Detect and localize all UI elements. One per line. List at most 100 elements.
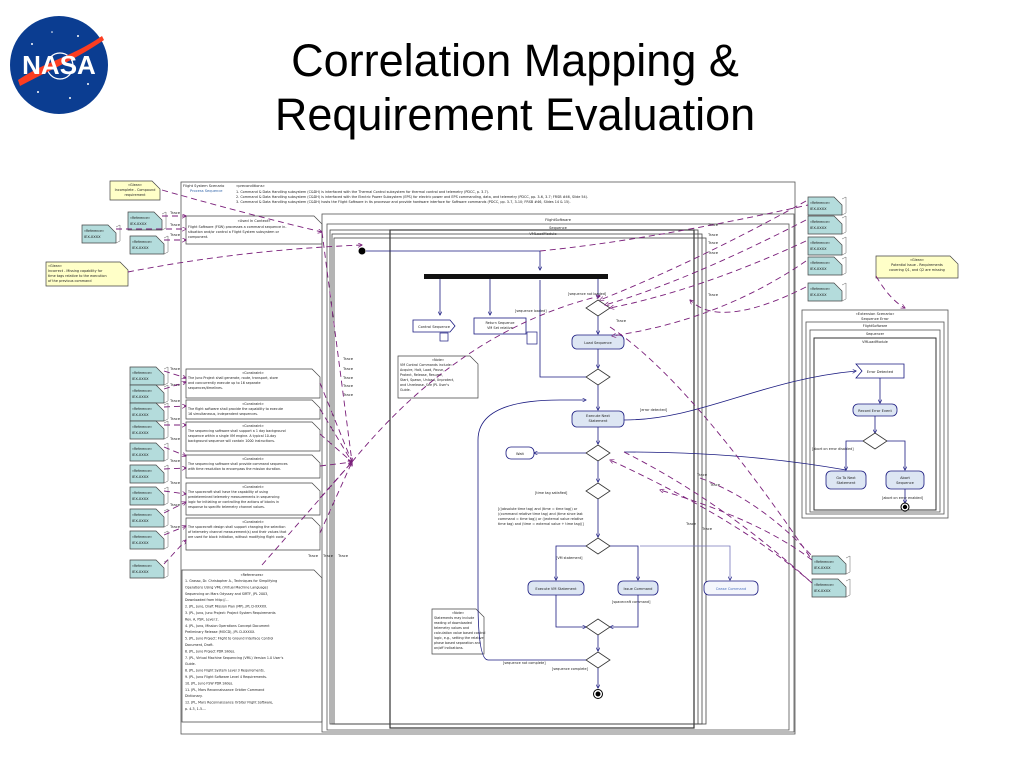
return-sequence-label: VM Set relative xyxy=(487,326,513,330)
initial-node xyxy=(358,247,366,255)
glean-note-top-text: «Glean» xyxy=(128,183,142,187)
reference-shadow xyxy=(163,442,169,462)
fork-bar xyxy=(424,274,608,279)
reference-note xyxy=(129,559,165,579)
reference-shadow xyxy=(163,464,169,484)
reference-list-line: 11. JPL, Mars Reconnaissance Orbiter Com… xyxy=(185,688,264,692)
reference-shadow xyxy=(115,224,121,244)
precondition-item: 2. Command & Data Handling subsystem (C&… xyxy=(236,195,588,199)
guard-time-tag-condition: ((command relative time tag) and (time s… xyxy=(498,512,583,516)
error-frame xyxy=(801,309,949,519)
reference-note xyxy=(807,215,843,235)
trace-label: Trace xyxy=(337,553,349,558)
reference-label: «Reference» xyxy=(814,560,834,564)
reference-list-line: Sequencing on Mars Odyssey and SIRTF, JP… xyxy=(185,592,268,596)
reference-note xyxy=(807,282,843,302)
error-frame-vm-label: VMLoadModule xyxy=(862,340,888,344)
reference-note xyxy=(129,530,165,550)
guard-seq-complete: [sequence complete] xyxy=(552,667,589,671)
fork-note-text: Guide. xyxy=(400,388,411,392)
fork-note-label: «Note» xyxy=(432,358,444,362)
reference-label: «Reference» xyxy=(810,261,830,265)
trace-label: Trace xyxy=(169,222,181,227)
reference-list-line: 4. JPL, Juno, Mission Operations Concept… xyxy=(185,624,270,628)
reference-label: «Reference» xyxy=(810,201,830,205)
reference-note xyxy=(811,555,847,575)
abort-sequence-node xyxy=(885,470,925,490)
statement-note-text: Statements may include xyxy=(434,616,474,620)
reference-label: «Reference» xyxy=(810,220,830,224)
reference-note xyxy=(129,508,165,528)
constraint-text: The sequencing software shall support a … xyxy=(187,429,286,433)
trace-right-lower xyxy=(660,490,813,561)
trace-top xyxy=(539,204,809,252)
precondition-item: 1. Command & Data Handling subsystem (C&… xyxy=(236,190,489,194)
trace-right-lower xyxy=(610,460,813,584)
reference-note xyxy=(807,196,843,216)
reference-shadow xyxy=(841,215,847,235)
constraint-note xyxy=(185,454,321,479)
reference-label: «Reference» xyxy=(132,564,152,568)
trace-ref xyxy=(163,540,186,565)
constraint-text: background sequence will contain 1000 in… xyxy=(188,439,275,443)
used-in-context-text: Flight Software (FSW) processes a comman… xyxy=(188,225,287,229)
error-frame-fs-label: FlightSoftware xyxy=(863,324,887,328)
frame-flight-software xyxy=(321,213,795,733)
reference-list-line: Guide. xyxy=(185,662,196,666)
reference-list-line: 1. Grasso, Dr. Christopher A., Technique… xyxy=(185,579,277,583)
loop-not-complete xyxy=(477,400,586,661)
error-frame-seq xyxy=(809,329,941,513)
references-label: «References» xyxy=(241,573,264,577)
trace-label: Trace xyxy=(685,521,697,526)
constraint-note xyxy=(185,399,321,420)
frame-flight-software-label: FlightSoftware xyxy=(545,218,572,222)
reference-shadow xyxy=(163,420,169,440)
guard-seq-not-complete: [sequence not complete] xyxy=(503,661,546,665)
glean-note-left-text: time tags relative to the execution xyxy=(48,274,107,278)
reference-shadow xyxy=(163,486,169,506)
trace-label: Trace xyxy=(707,250,719,255)
trace-label: Trace xyxy=(169,210,181,215)
error-decision xyxy=(862,432,888,450)
slide-title-line1: Correlation Mapping & xyxy=(291,35,739,86)
constraint-label: «Constraint» xyxy=(242,371,264,375)
record-error-label: Record Error Event xyxy=(858,409,892,413)
reference-shadow xyxy=(841,282,847,302)
trace-label: Trace xyxy=(169,416,181,421)
reference-shadow xyxy=(841,236,847,256)
trace-label: Trace xyxy=(707,240,719,245)
statement-note-text: calculation value based control xyxy=(434,631,486,635)
fork-note-text: VM Control Commands include: xyxy=(400,363,452,367)
reference-shadow xyxy=(163,235,169,255)
trace-label: Trace xyxy=(169,458,181,463)
reference-list-line: Downloaded from http://... xyxy=(185,598,229,602)
reference-list-line: 6. JPL, Juno Project PDR Slides. xyxy=(185,649,235,653)
trace-mid xyxy=(699,477,813,557)
fork-note-text: Acquire, Halt, Load, Pause, xyxy=(400,368,444,372)
trace-label: Trace xyxy=(169,480,181,485)
issue-command-label: Issue Command xyxy=(624,587,653,591)
trace-right xyxy=(600,200,807,300)
load-sequence-label: Load Sequence xyxy=(584,341,612,345)
reference-shadow xyxy=(163,384,169,404)
statement-note xyxy=(431,608,485,655)
constraint-text: The flight software shall provide the ca… xyxy=(187,407,283,411)
trace-to-fork xyxy=(351,296,600,463)
scenario-subtitle: Process Sequence xyxy=(190,189,223,193)
reference-note xyxy=(127,211,163,231)
constraint-text: are used for block initiation, without m… xyxy=(188,535,285,539)
constraint-text: The sequencing software shall provide co… xyxy=(187,462,288,466)
trace-constraint xyxy=(319,382,352,462)
trace-ref xyxy=(163,526,186,536)
abort-sequence-label: Sequence xyxy=(896,481,915,485)
guard-time-tag-condition: command = time tag)) or ((external value… xyxy=(498,517,583,521)
return-sequence-node xyxy=(473,317,527,335)
reference-list-line: 8. JPL, Juno Flight System Level 3 Requi… xyxy=(185,669,265,673)
reference-note xyxy=(81,224,117,244)
trace-ref xyxy=(163,406,186,407)
reference-code: IEX-XXXX xyxy=(132,541,149,545)
reference-code: IEX-XXXX xyxy=(810,226,827,230)
frame-sequence xyxy=(326,223,790,731)
reference-label: «Reference» xyxy=(132,389,152,393)
